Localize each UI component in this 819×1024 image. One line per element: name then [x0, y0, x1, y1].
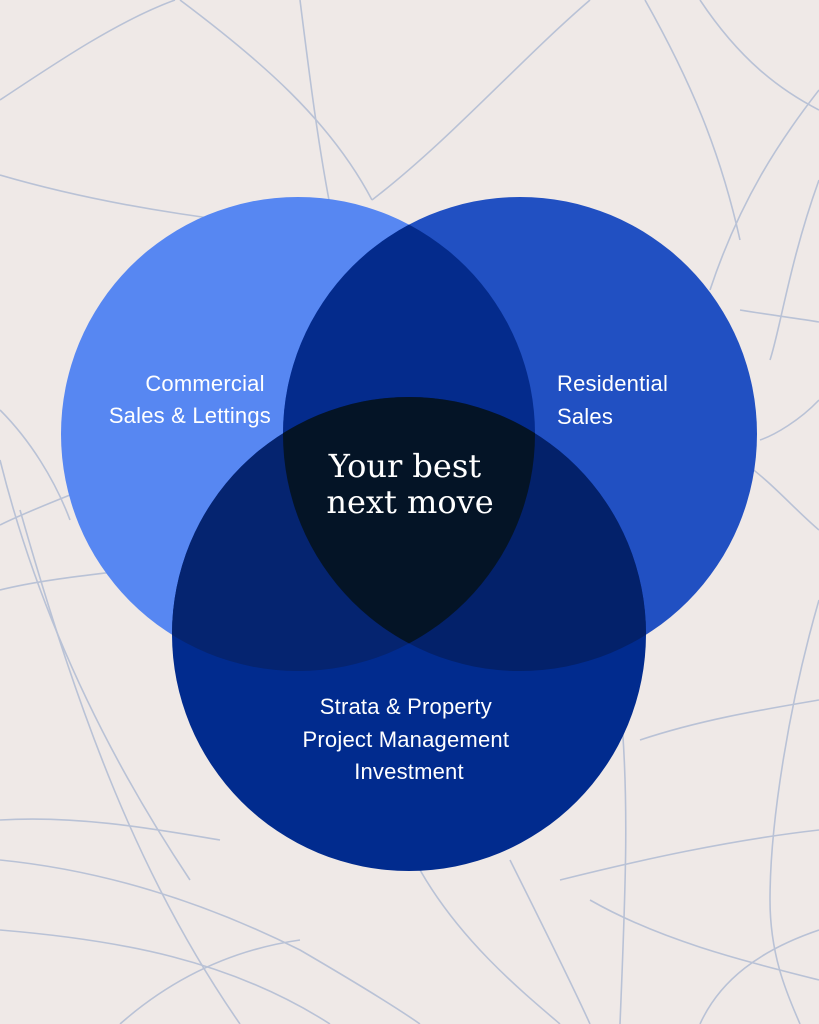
background-line	[419, 869, 561, 1024]
right-circle-label-line1: Residential	[557, 371, 668, 396]
left-circle-label-line1: Commercial	[145, 371, 264, 396]
background-line	[371, 0, 591, 201]
background-line	[639, 699, 819, 741]
center-label: Your best next move	[326, 447, 493, 521]
bottom-circle-label: Strata & Property Project Management Inv…	[303, 694, 516, 784]
background-line	[0, 409, 71, 521]
background-line	[0, 818, 221, 841]
background-line	[709, 89, 819, 291]
background-line	[644, 0, 741, 241]
center-label-line2: next move	[326, 483, 493, 521]
background-line	[619, 699, 627, 1024]
background-line	[769, 599, 819, 1024]
background-line	[299, 0, 336, 231]
bottom-circle-label-line3: Investment	[354, 759, 464, 784]
center-label-line1: Your best	[328, 447, 482, 485]
right-circle-label: Residential Sales	[557, 371, 674, 429]
background-line	[0, 929, 331, 1024]
right-circle-label-line2: Sales	[557, 404, 613, 429]
background-line	[509, 859, 591, 1024]
background-line	[179, 0, 373, 201]
background-line	[0, 0, 176, 101]
background-line	[119, 939, 301, 1024]
background-line	[699, 929, 819, 1024]
background-line	[769, 179, 819, 361]
background-line	[589, 899, 819, 981]
background-line	[559, 829, 819, 881]
background-line	[699, 0, 819, 111]
bottom-circle-label-line1: Strata & Property	[320, 694, 492, 719]
background-line	[759, 399, 819, 441]
left-circle-label: Commercial Sales & Lettings	[109, 371, 271, 428]
background-line	[19, 509, 241, 1024]
background-line	[0, 859, 421, 1024]
background-line	[739, 309, 819, 323]
bottom-circle-label-line2: Project Management	[303, 727, 510, 752]
background-line	[0, 494, 71, 526]
left-circle-label-line2: Sales & Lettings	[109, 403, 271, 428]
